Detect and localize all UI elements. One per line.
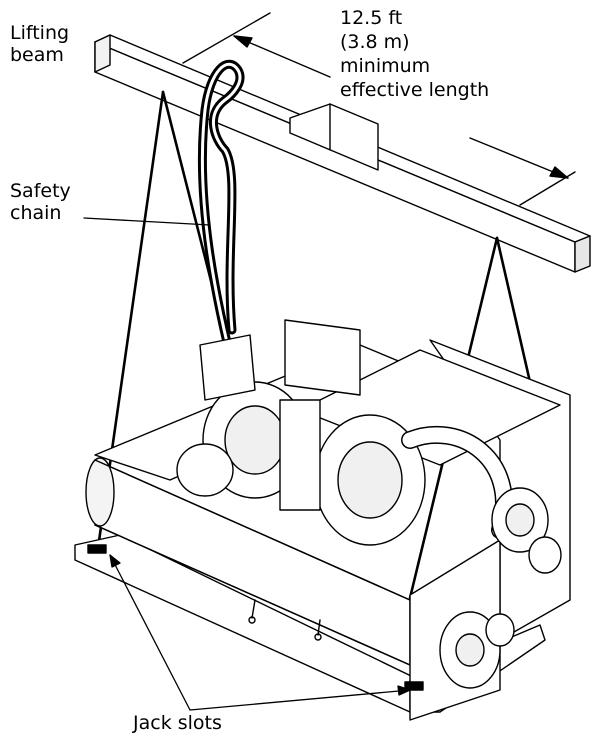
lifting-beam	[94, 34, 591, 273]
lifting-beam-label: Lifting beam	[10, 22, 69, 66]
lifting-beam-label-line1: Lifting	[10, 22, 70, 44]
length-label-line1: 12.5 ft	[340, 7, 403, 29]
jack-slot-leader-right	[189, 689, 411, 711]
leader-lines	[83, 217, 411, 711]
safety-chain-leader	[83, 217, 211, 226]
jack-slots-label: Jack slots	[133, 712, 222, 734]
safety-chain-label-line1: Safety	[10, 180, 71, 202]
jack-slot-leader-left	[109, 554, 191, 711]
length-label-line4: effective length	[340, 79, 490, 101]
safety-chain-label-line2: chain	[10, 202, 62, 224]
safety-chain-label: Safety chain	[10, 180, 71, 224]
length-dimension	[182, 12, 576, 206]
lifting-beam-label-line2: beam	[10, 44, 64, 66]
effective-length-label: 12.5 ft (3.8 m) minimum effective length	[340, 6, 489, 102]
chiller-unit	[74, 319, 571, 721]
length-label-line2: (3.8 m)	[340, 31, 410, 53]
length-label-line3: minimum	[340, 55, 431, 77]
safety-chain	[197, 59, 245, 400]
